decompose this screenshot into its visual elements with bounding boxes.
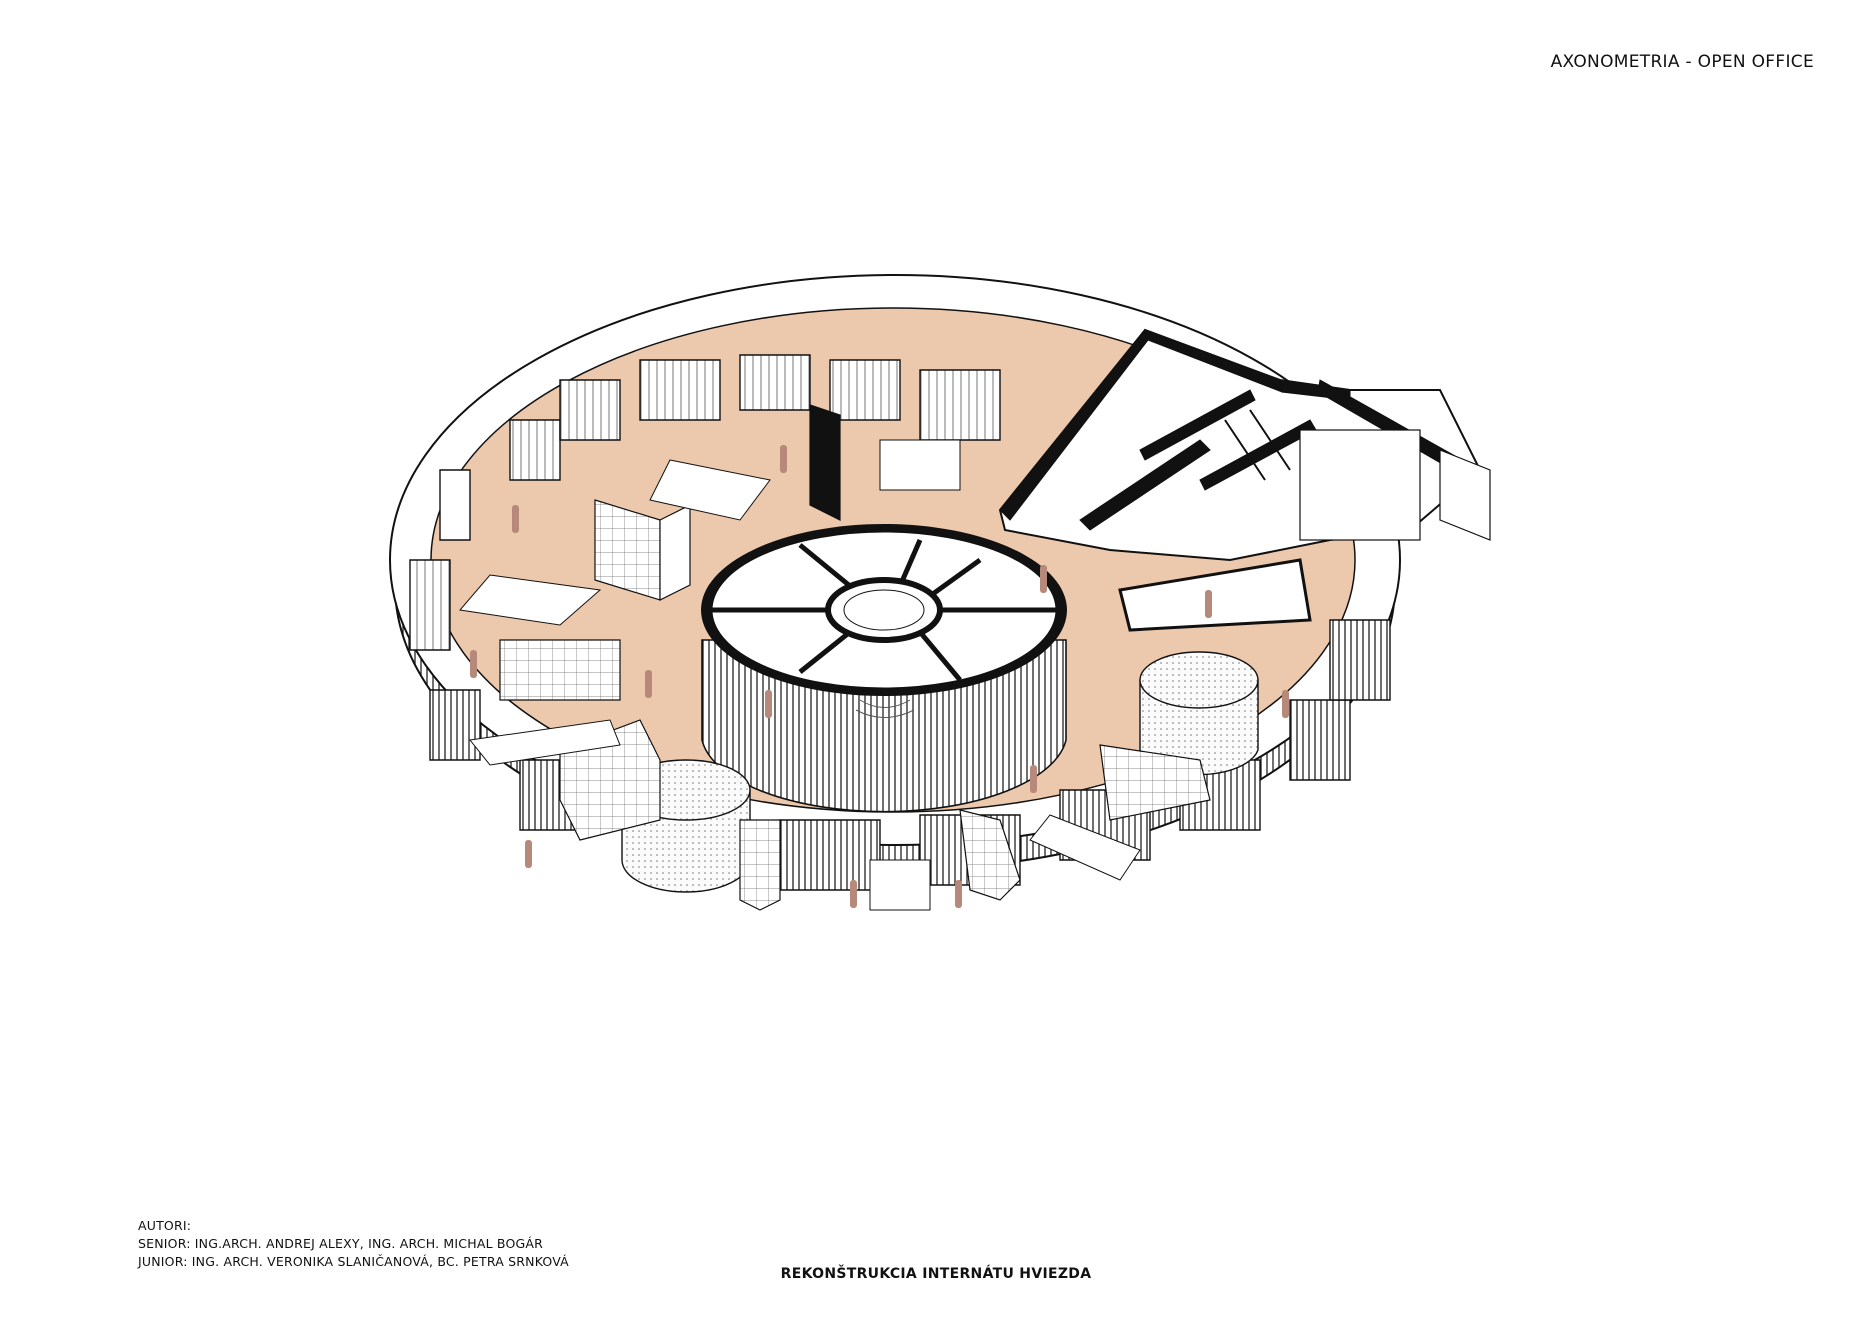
sheet-title: AXONOMETRIA - OPEN OFFICE bbox=[1550, 52, 1814, 72]
east-core-block bbox=[998, 328, 1491, 632]
storage-blocks bbox=[499, 404, 1211, 911]
authors-senior: SENIOR: ING.ARCH. ANDREJ ALEXY, ING. ARC… bbox=[138, 1236, 544, 1251]
project-title: REKONŠTRUKCIA INTERNÁTU HVIEZDA bbox=[780, 1266, 1092, 1282]
authors-block: AUTORI: SENIOR: ING.ARCH. ANDREJ ALEXY, … bbox=[138, 1217, 569, 1271]
desk-clusters bbox=[459, 439, 1141, 911]
people-figures bbox=[470, 445, 1289, 908]
central-core bbox=[701, 524, 1067, 813]
authors-junior: JUNIOR: ING. ARCH. VERONIKA SLANIČANOVÁ,… bbox=[138, 1254, 569, 1269]
authors-heading: AUTORI: bbox=[138, 1218, 192, 1233]
meeting-pod-east bbox=[1139, 651, 1259, 776]
